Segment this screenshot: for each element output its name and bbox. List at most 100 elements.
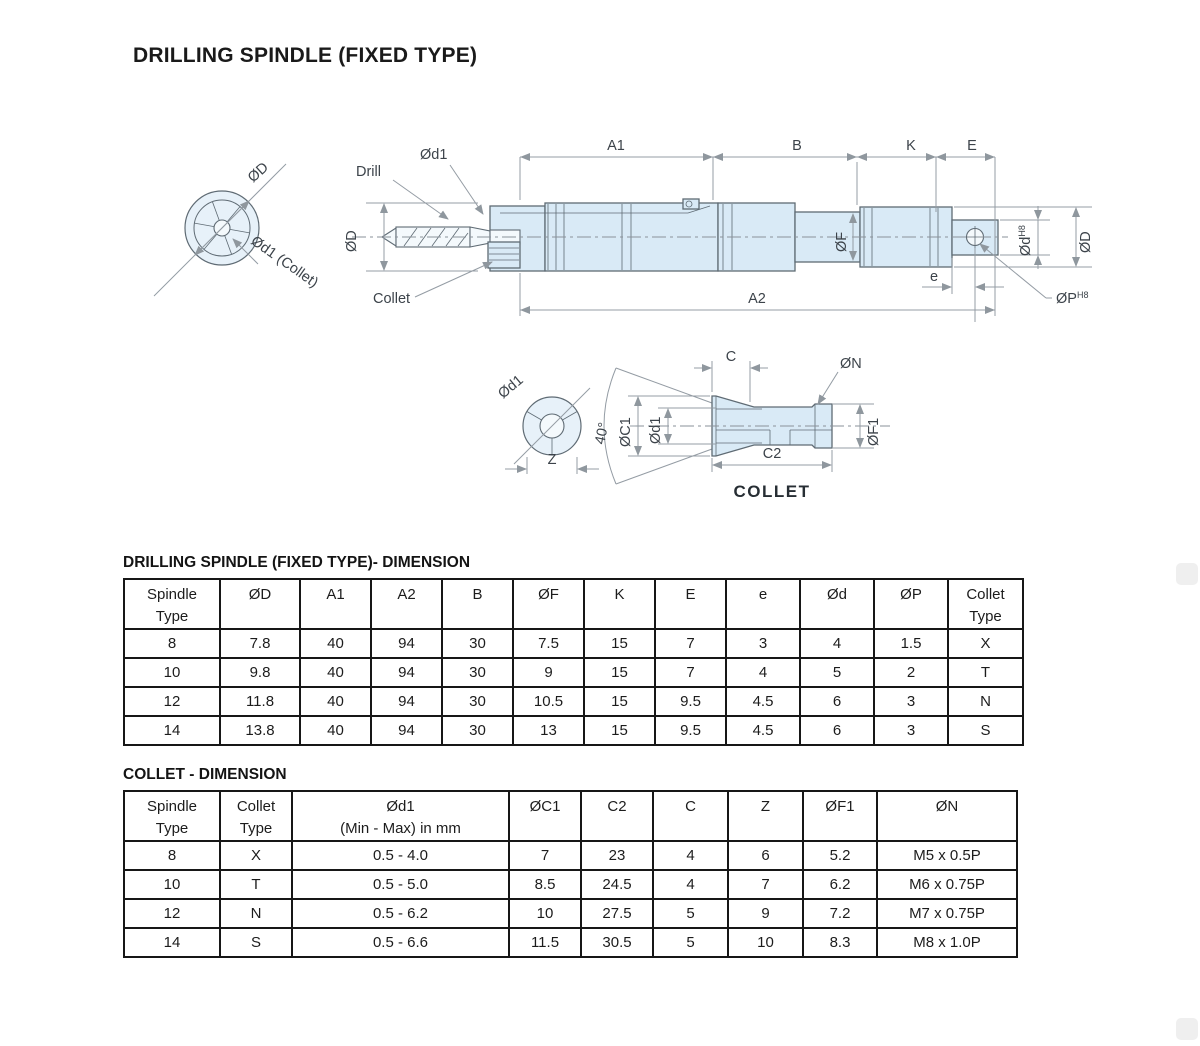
table-cell: N bbox=[219, 898, 293, 929]
column-header: ØC1 bbox=[508, 790, 582, 842]
table-cell: 10 bbox=[123, 869, 221, 900]
dim-label-od-small: ØdH8 bbox=[1017, 225, 1034, 256]
dim-label-c: C bbox=[726, 349, 736, 365]
table-cell: 24.5 bbox=[580, 869, 654, 900]
dim-label-of: ØF bbox=[834, 232, 850, 252]
table-cell: 8.5 bbox=[508, 869, 582, 900]
column-header: Spindle Type bbox=[123, 790, 221, 842]
collet-dimensions: C ØN ØC1 Ød1 ØF1 C2 COLLET bbox=[618, 349, 882, 501]
table-cell: M6 x 0.75P bbox=[876, 869, 1018, 900]
column-header: Z bbox=[727, 790, 804, 842]
table-cell: 7 bbox=[727, 869, 804, 900]
dim-label-op: ØPH8 bbox=[1056, 290, 1088, 307]
table-cell: S bbox=[219, 927, 293, 958]
table-cell: X bbox=[947, 628, 1024, 659]
table-cell: 94 bbox=[370, 715, 443, 746]
column-header: Spindle Type bbox=[123, 578, 221, 630]
scrollbar-thumb-bottom[interactable] bbox=[1176, 1018, 1198, 1040]
label-angle-40: 40° bbox=[592, 421, 612, 446]
table-cell: 94 bbox=[370, 657, 443, 688]
table-cell: 6 bbox=[799, 686, 875, 717]
table-cell: 14 bbox=[123, 715, 221, 746]
table-cell: 5.2 bbox=[802, 840, 878, 871]
table-cell: 7.5 bbox=[512, 628, 585, 659]
table-cell: 8.3 bbox=[802, 927, 878, 958]
label-od1-top: Ød1 bbox=[420, 147, 447, 163]
table-cell: 4 bbox=[652, 869, 729, 900]
table-cell: 9.5 bbox=[654, 686, 727, 717]
label-od1-endview: Ød1 bbox=[495, 372, 526, 402]
dim-label-od1-bore: Ød1 bbox=[648, 417, 664, 444]
table-cell: 15 bbox=[583, 686, 656, 717]
table-cell: T bbox=[219, 869, 293, 900]
label-od1-collet: Ød1 (Collet) bbox=[248, 233, 321, 291]
column-header: A2 bbox=[370, 578, 443, 630]
collet-end-view: Ød1 Z bbox=[495, 372, 599, 474]
table-cell: 15 bbox=[583, 715, 656, 746]
table-cell: 10 bbox=[123, 657, 221, 688]
table-cell: M5 x 0.5P bbox=[876, 840, 1018, 871]
table-cell: M8 x 1.0P bbox=[876, 927, 1018, 958]
dim-label-e-upper: E bbox=[967, 138, 977, 154]
column-header: ØD bbox=[219, 578, 301, 630]
table-cell: 40 bbox=[299, 715, 372, 746]
table-cell: 8 bbox=[123, 840, 221, 871]
spindle-end-view: ØD Ød1 (Collet) bbox=[153, 160, 321, 297]
table-cell: N bbox=[947, 686, 1024, 717]
column-header: A1 bbox=[299, 578, 372, 630]
dim-label-a2: A2 bbox=[748, 291, 766, 307]
table-cell: 7 bbox=[654, 657, 727, 688]
dim-label-od-right: ØD bbox=[1078, 231, 1094, 253]
table-cell: 6 bbox=[727, 840, 804, 871]
table-cell: 9.8 bbox=[219, 657, 301, 688]
collet-caption: COLLET bbox=[734, 482, 811, 501]
table-cell: 4 bbox=[725, 657, 801, 688]
table-cell: 9 bbox=[727, 898, 804, 929]
column-header: E bbox=[654, 578, 727, 630]
table-cell: 12 bbox=[123, 898, 221, 929]
table-cell: 4 bbox=[799, 628, 875, 659]
table-cell: 7.8 bbox=[219, 628, 301, 659]
scrollbar-thumb-top[interactable] bbox=[1176, 563, 1198, 585]
label-od-left: ØD bbox=[344, 230, 360, 252]
table-cell: 94 bbox=[370, 628, 443, 659]
table-cell: 13 bbox=[512, 715, 585, 746]
table-cell: 3 bbox=[873, 715, 949, 746]
table-cell: 4 bbox=[652, 840, 729, 871]
column-header: ØP bbox=[873, 578, 949, 630]
table-cell: 0.5 - 6.2 bbox=[291, 898, 510, 929]
table-cell: 23 bbox=[580, 840, 654, 871]
table-cell: 15 bbox=[583, 657, 656, 688]
table-cell: 8 bbox=[123, 628, 221, 659]
table-cell: 30 bbox=[441, 628, 514, 659]
dim-label-a1: A1 bbox=[607, 138, 625, 154]
table-cell: 1.5 bbox=[873, 628, 949, 659]
page-title: DRILLING SPINDLE (FIXED TYPE) bbox=[133, 44, 478, 67]
table-cell: 10.5 bbox=[512, 686, 585, 717]
column-header: ØF1 bbox=[802, 790, 878, 842]
table-cell: 94 bbox=[370, 686, 443, 717]
spindle-dimension-section: DRILLING SPINDLE (FIXED TYPE)- DIMENSION… bbox=[123, 554, 1024, 746]
table-cell: 10 bbox=[508, 898, 582, 929]
label-drill: Drill bbox=[356, 164, 381, 180]
table-cell: 9.5 bbox=[654, 715, 727, 746]
table-cell: 3 bbox=[725, 628, 801, 659]
column-header: C bbox=[652, 790, 729, 842]
table-cell: 12 bbox=[123, 686, 221, 717]
table-cell: 7 bbox=[508, 840, 582, 871]
column-header: ØF bbox=[512, 578, 585, 630]
table-cell: 4.5 bbox=[725, 715, 801, 746]
